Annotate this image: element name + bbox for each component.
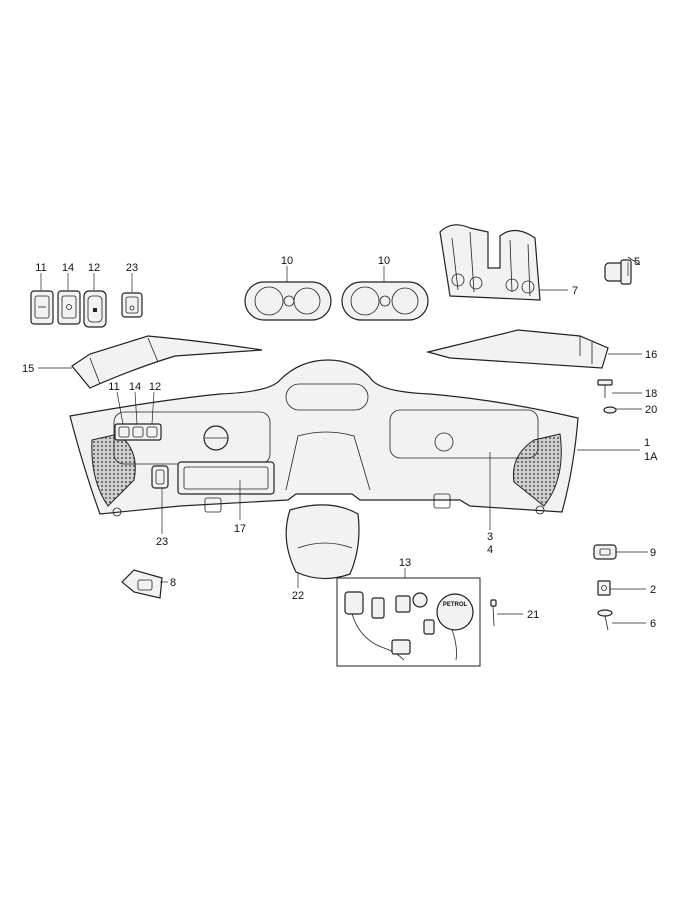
callout-20: 20 [645, 404, 657, 416]
screw-6 [597, 609, 613, 631]
cluster-bracket [439, 224, 541, 301]
leader-lines [38, 262, 648, 624]
callout-14-top: 14 [62, 262, 74, 274]
callout-13: 13 [399, 557, 411, 569]
callout-8: 8 [170, 577, 176, 589]
clip-2 [597, 580, 611, 596]
callout-7: 7 [572, 285, 578, 297]
callout-14-panel: 14 [129, 381, 141, 393]
socket-23 [151, 465, 169, 489]
column-cover [285, 504, 360, 580]
callout-12-panel: 12 [149, 381, 161, 393]
callout-1: 1 [644, 437, 650, 449]
switch-12 [83, 290, 107, 328]
fastener-5 [604, 256, 641, 285]
callout-5: 5 [634, 256, 640, 268]
petrol-tag-label: PETROL [443, 602, 468, 608]
screw-18 [597, 379, 613, 398]
washer-20 [603, 406, 617, 414]
callout-12-top: 12 [88, 262, 100, 274]
grommet-9 [593, 544, 617, 560]
callout-15: 15 [22, 363, 34, 375]
callout-4: 4 [487, 544, 493, 556]
callout-17: 17 [234, 523, 246, 535]
callout-11-panel: 11 [108, 381, 119, 393]
callout-3: 3 [487, 531, 493, 543]
callout-6: 6 [650, 618, 656, 630]
callout-22: 22 [292, 590, 304, 602]
callout-23-top: 23 [126, 262, 138, 274]
dashboard-knob [203, 425, 229, 451]
dashboard-switch-block [114, 423, 162, 441]
callout-10-left: 10 [281, 255, 293, 267]
ignition-kit-box: PETROL [336, 577, 481, 667]
callout-16: 16 [645, 349, 657, 361]
switch-14 [57, 290, 81, 325]
callout-10-right: 10 [378, 255, 390, 267]
power-socket [121, 569, 163, 599]
callout-1a: 1A [644, 451, 658, 463]
callout-9: 9 [650, 547, 656, 559]
side-trim-panel-right [425, 329, 609, 369]
instrument-cluster-left [244, 281, 332, 321]
switch-11 [30, 290, 54, 325]
callout-18: 18 [645, 388, 657, 400]
callout-23-panel: 23 [156, 536, 168, 548]
callout-numbers: 11 14 12 23 10 10 7 5 15 16 18 20 11 14 … [22, 255, 658, 630]
side-trim-panel-left [71, 335, 263, 389]
cable-tie-21 [490, 599, 497, 627]
callout-11-top: 11 [35, 262, 46, 274]
callout-21: 21 [527, 609, 539, 621]
storage-compartment [177, 461, 275, 495]
switch-23 [121, 292, 143, 318]
instrument-cluster-right [341, 281, 429, 321]
callout-2: 2 [650, 584, 656, 596]
